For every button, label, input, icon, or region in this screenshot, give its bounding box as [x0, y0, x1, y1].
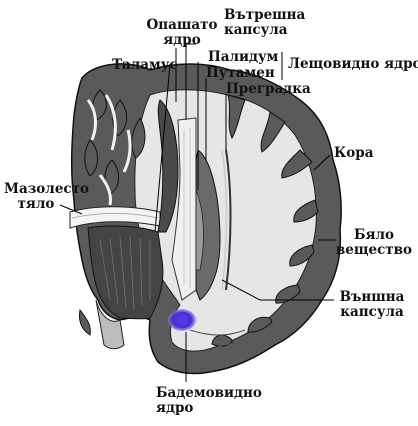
- label-caudate-line1: Опашато: [144, 18, 220, 33]
- label-amygdala-line2: ядро: [156, 401, 262, 416]
- label-claustrum: Преградка: [226, 82, 311, 97]
- label-internal-capsule: Вътрешна капсула: [224, 8, 305, 38]
- label-external-capsule: Външна капсула: [330, 290, 414, 320]
- label-internal-capsule-line1: Вътрешна: [224, 8, 305, 23]
- label-globus-pallidus: Палидум: [208, 50, 278, 65]
- label-thalamus: Таламус: [112, 58, 178, 73]
- label-cortex: Кора: [334, 146, 373, 161]
- label-corpus-callosum-line1: Мазолесто: [4, 182, 68, 197]
- label-white-matter-line2: вещество: [332, 243, 416, 258]
- label-external-capsule-line1: Външна: [330, 290, 414, 305]
- label-caudate-line2: ядро: [144, 33, 220, 48]
- label-corpus-callosum-line2: тяло: [4, 197, 68, 212]
- label-amygdala: Бадемовидно ядро: [156, 386, 262, 416]
- amygdala-highlight: [168, 309, 196, 331]
- label-amygdala-line1: Бадемовидно: [156, 386, 262, 401]
- label-external-capsule-line2: капсула: [330, 305, 414, 320]
- label-white-matter-line1: Бяло: [332, 228, 416, 243]
- label-caudate-nucleus: Опашато ядро: [144, 18, 220, 48]
- label-white-matter: Бяло вещество: [332, 228, 416, 258]
- label-corpus-callosum: Мазолесто тяло: [4, 182, 68, 212]
- label-lentiform-nucleus: Лещовидно ядро: [288, 57, 418, 72]
- label-putamen: Путамен: [206, 66, 275, 81]
- label-internal-capsule-line2: капсула: [224, 23, 305, 38]
